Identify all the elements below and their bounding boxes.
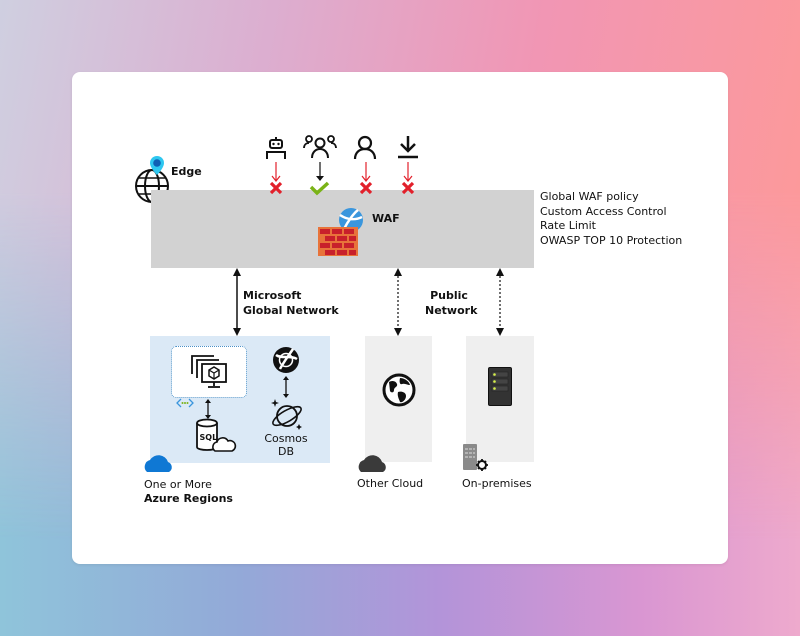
microsoft-network-line1: Microsoft [243, 289, 302, 302]
on-premises-node [463, 444, 489, 476]
cosmos-db-icon [271, 399, 302, 430]
user-icon [353, 135, 377, 160]
other-cloud-node [357, 451, 389, 477]
download-icon [398, 136, 418, 159]
firewall-icon [318, 208, 363, 256]
public-network-line2: Network [425, 303, 478, 317]
diagram-card [72, 72, 728, 564]
traffic-source-download [396, 134, 420, 164]
cosmos-endpoint-node [271, 345, 301, 379]
vm-sql-arrow [205, 399, 211, 419]
earth-globe-icon [382, 373, 416, 407]
azure-regions-line1: One or More [144, 478, 212, 491]
cosmos-label: Cosmos DB [262, 432, 310, 458]
sql-node: SQL [195, 418, 237, 458]
request-arrows [269, 162, 415, 196]
cosmos-label-line1: Cosmos [264, 432, 308, 445]
arrow-user-blocked [361, 162, 371, 182]
microsoft-network-arrow [233, 268, 241, 336]
traffic-source-user [353, 135, 377, 165]
server-rack-icon [488, 367, 512, 406]
cloud-icon [358, 455, 386, 472]
cosmos-node [270, 398, 304, 436]
arrow-download-blocked [403, 162, 413, 182]
on-premises-label: On-premises [462, 477, 532, 490]
vnet-node [176, 393, 194, 412]
virtual-machines-icon [191, 355, 227, 388]
waf-label: WAF [372, 212, 400, 225]
allowed-check-icon [309, 181, 330, 196]
waf-node [318, 207, 370, 263]
vnet-icon [176, 398, 194, 408]
sql-database-icon: SQL [196, 418, 237, 452]
azure-regions-line2: Azure Regions [144, 491, 233, 505]
azure-cloud-node [143, 451, 175, 477]
vm-scale-set-box [171, 346, 247, 398]
edge-label: Edge [171, 165, 202, 178]
policy-item: Rate Limit [540, 219, 596, 233]
traffic-source-bot [264, 136, 288, 164]
azure-regions-label: One or More Azure Regions [144, 478, 233, 505]
microsoft-network-line2: Global Network [243, 303, 339, 317]
cosmos-arrow [283, 376, 289, 398]
datacenter-icon [463, 444, 488, 471]
public-network-arrow-on-premises [496, 268, 504, 336]
policy-item: Global WAF policy [540, 190, 639, 203]
cosmos-label-line2: DB [277, 445, 295, 458]
bot-icon [266, 137, 286, 159]
public-network-line1: Public [430, 289, 468, 302]
server-node [488, 367, 512, 411]
blocked-x-icon [401, 181, 415, 195]
blocked-x-icon [269, 181, 283, 195]
policy-item: OWASP TOP 10 Protection [540, 233, 683, 247]
users-group-icon [303, 135, 337, 159]
vm-node [190, 354, 230, 394]
traffic-source-users [303, 134, 337, 164]
network-globe-icon [273, 347, 299, 373]
azure-cloud-icon [144, 455, 172, 472]
policy-item: Custom Access Control [540, 204, 667, 218]
public-network-label: Public Network [425, 289, 478, 318]
other-cloud-label: Other Cloud [357, 477, 424, 490]
arrow-bot-blocked [271, 162, 281, 182]
microsoft-network-label: Microsoft Global Network [243, 289, 339, 318]
sql-label: SQL [200, 433, 218, 442]
blocked-x-icon [359, 181, 373, 195]
arrow-users-allowed [316, 162, 324, 181]
public-network-arrow-other-cloud [394, 268, 402, 336]
internet-node [382, 373, 416, 411]
waf-policy-list: Global WAF policy Custom Access Control … [540, 190, 682, 248]
